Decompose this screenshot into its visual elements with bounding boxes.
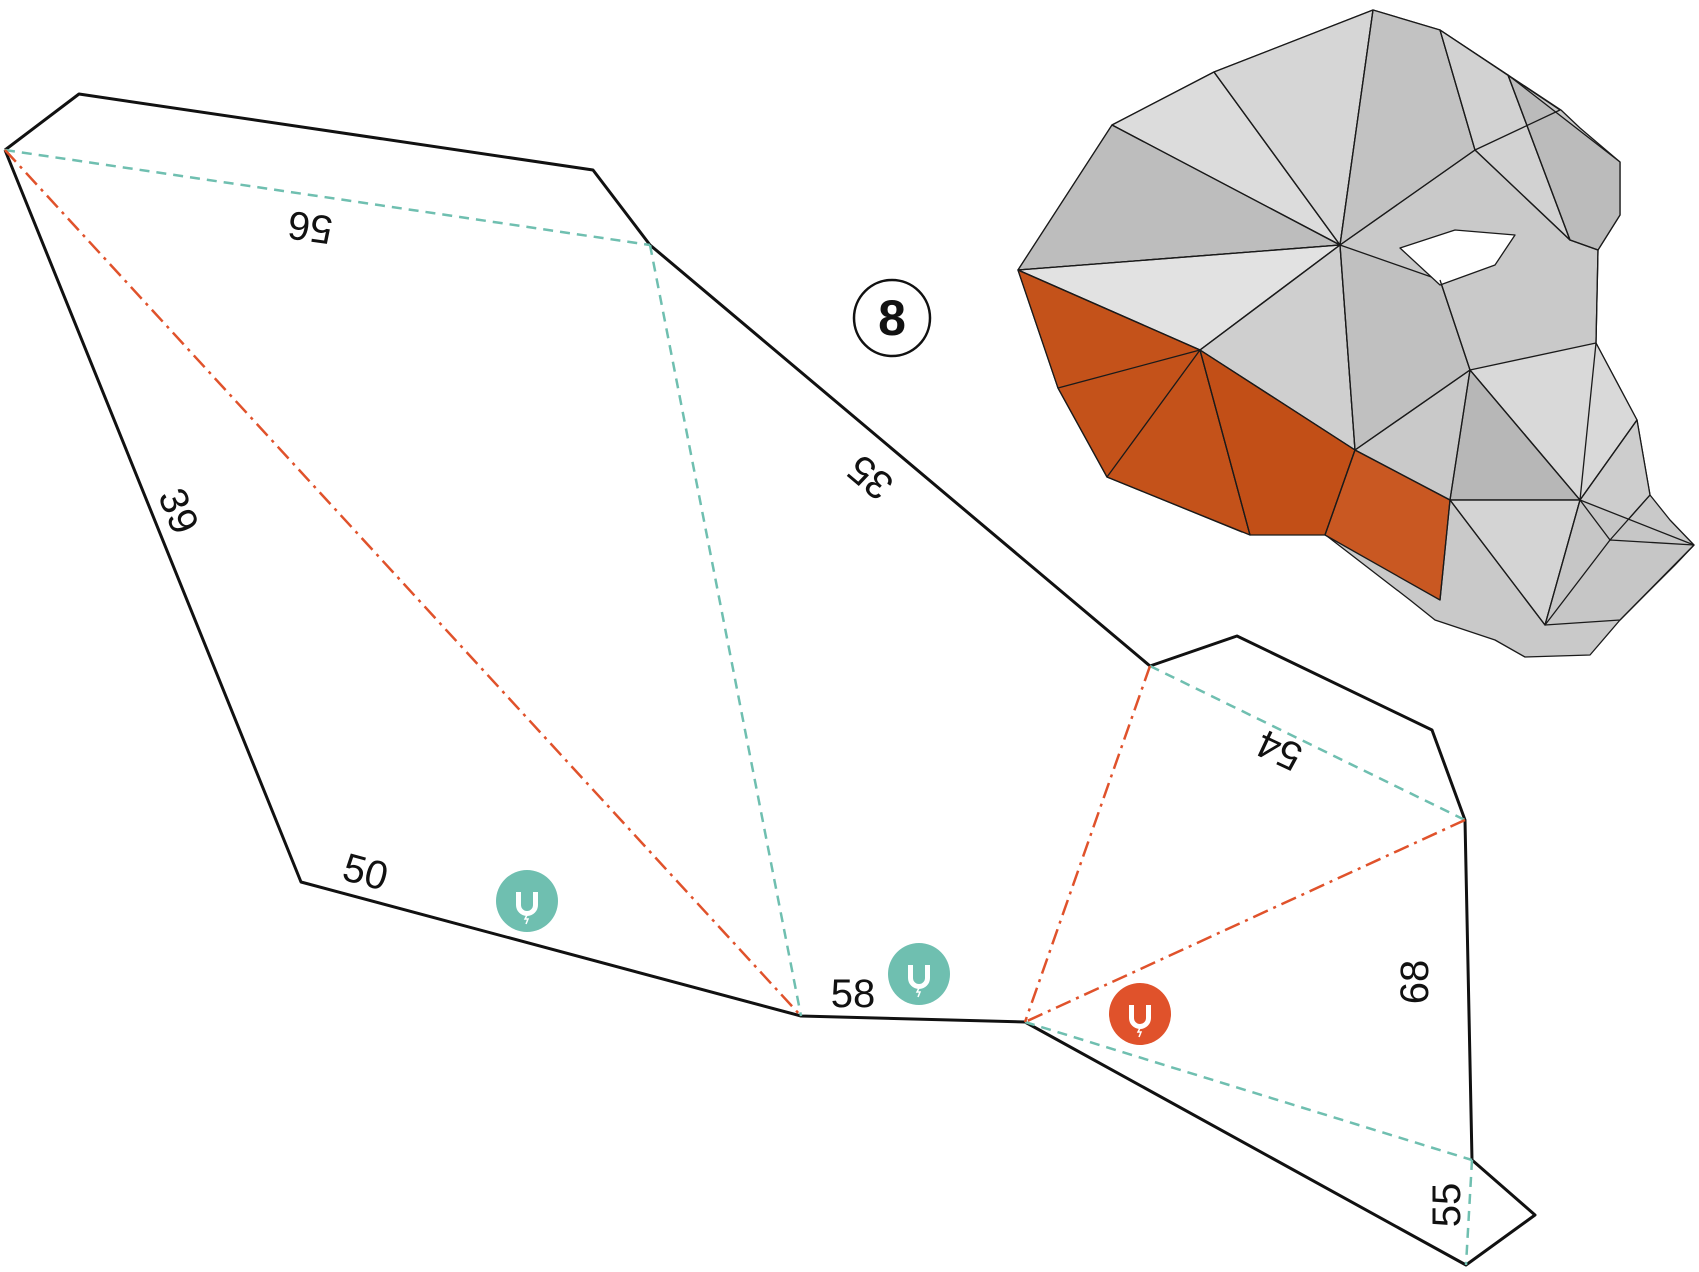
edge-label-54: 54 — [1250, 720, 1309, 779]
mask-preview — [1017, 9, 1695, 658]
edge-label-58: 58 — [831, 972, 876, 1016]
edge-label-56: 56 — [285, 202, 335, 252]
valley-folds — [4, 148, 1474, 1266]
edge-label-50: 50 — [338, 845, 392, 899]
valley-fold-line — [1149, 664, 1466, 822]
piece-number-badge: 8 — [852, 278, 932, 358]
mountain-folds — [4, 149, 1466, 1024]
magnet-icon — [888, 943, 950, 1005]
edge-label-68: 68 — [1393, 960, 1437, 1005]
magnet-icon — [1109, 983, 1171, 1045]
mask-eye-hole — [1399, 229, 1516, 286]
valley-fold-line — [1024, 1020, 1473, 1162]
edge-label-55: 55 — [1425, 1183, 1469, 1228]
mountain-fold-line — [4, 149, 802, 1017]
valley-fold-line — [648, 244, 803, 1017]
piece-number: 8 — [878, 290, 906, 346]
edge-label-35: 35 — [839, 446, 901, 508]
magnet-icon — [496, 870, 558, 932]
mask-edges — [1017, 9, 1695, 626]
valley-fold-line — [1464, 1159, 1474, 1266]
valley-fold-line — [4, 148, 651, 247]
mountain-fold-line — [1024, 818, 1466, 1024]
mountain-fold-line — [1023, 665, 1152, 1023]
